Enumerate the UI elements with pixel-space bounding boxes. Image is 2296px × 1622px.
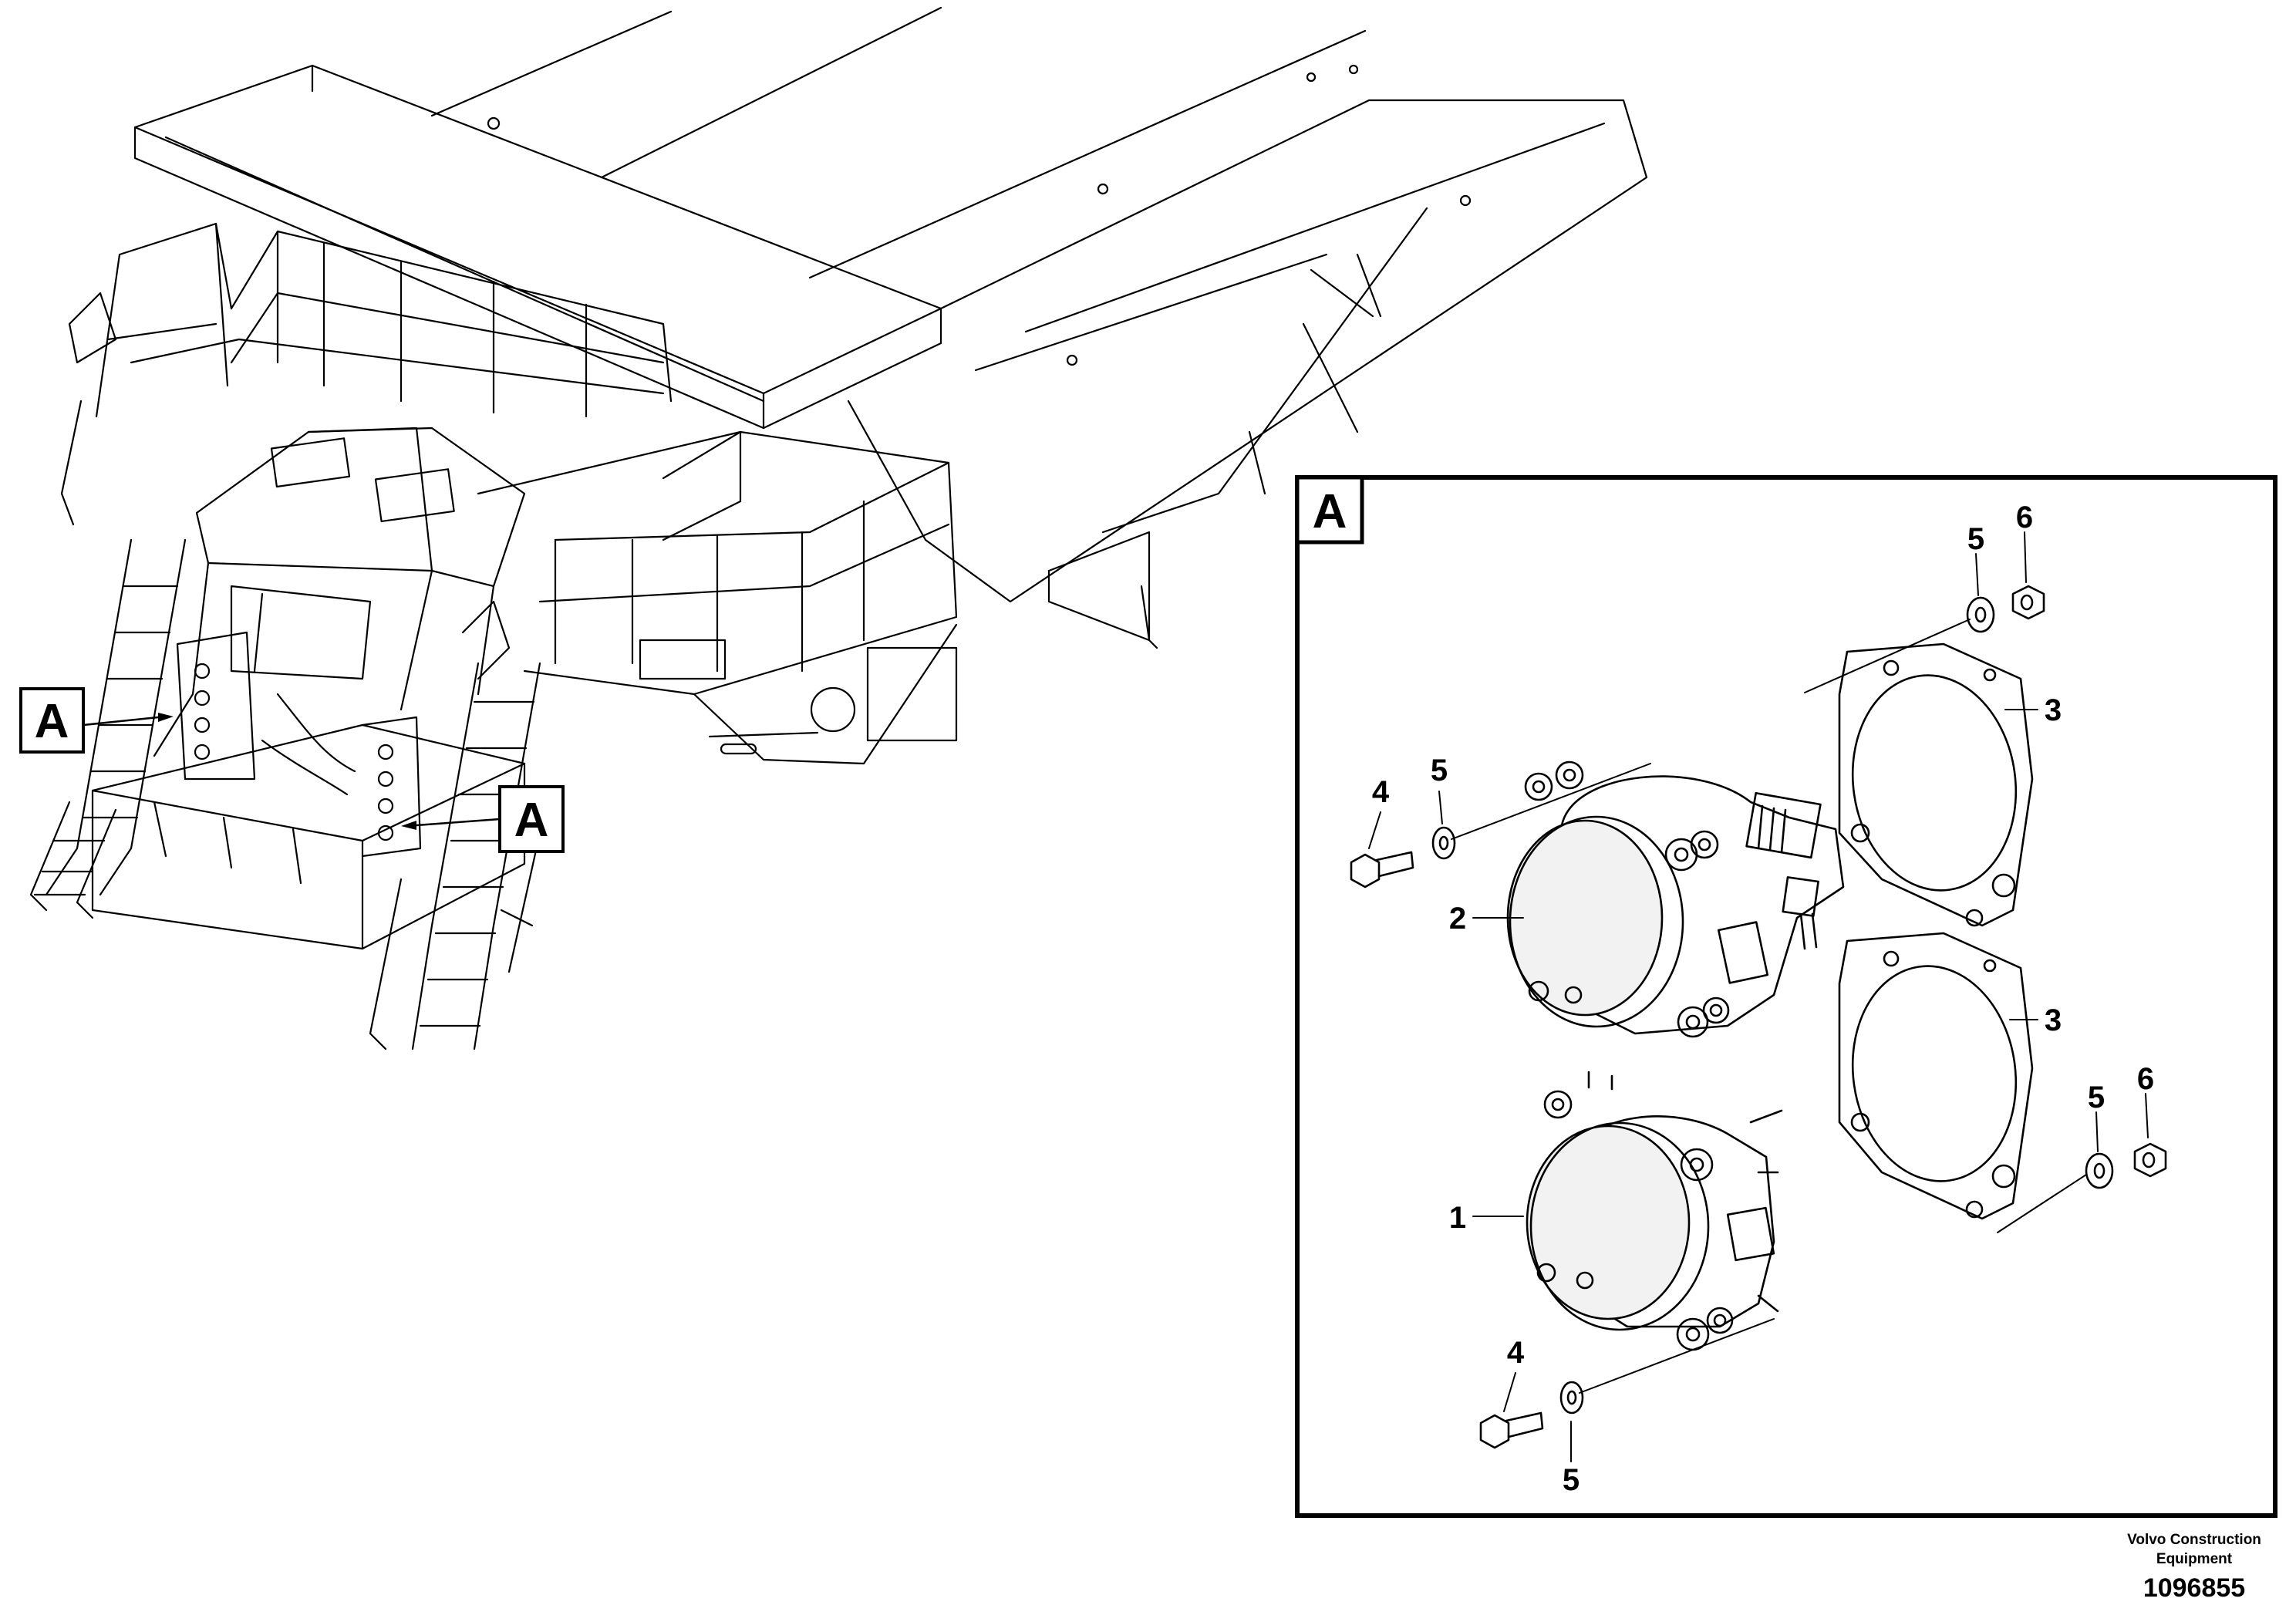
overview-view-tag-left: A bbox=[19, 687, 85, 754]
washer-rear-lower bbox=[2085, 1152, 2114, 1189]
nut-upper bbox=[2011, 585, 2045, 620]
bolt-lower bbox=[1479, 1411, 1544, 1449]
cab-structure bbox=[91, 427, 958, 950]
callout-2: 2 bbox=[1449, 902, 1466, 936]
work-light-lower bbox=[1526, 1071, 1783, 1351]
callout-5-front-upper: 5 bbox=[1431, 754, 1448, 787]
dump-truck-illustration bbox=[29, 6, 1648, 1050]
callout-5-rear-upper: 5 bbox=[1967, 522, 1984, 556]
callout-numbers: 1 2 3 3 4 4 5 5 5 5 6 6 bbox=[1372, 501, 2154, 1497]
detail-frame bbox=[1295, 475, 2277, 1518]
callout-5-front-lower: 5 bbox=[1563, 1463, 1580, 1497]
callout-5-rear-lower: 5 bbox=[2088, 1081, 2105, 1114]
callout-6-lower: 6 bbox=[2137, 1062, 2154, 1096]
dump-body bbox=[133, 6, 1648, 649]
view-tag-text: A bbox=[514, 794, 549, 847]
overview-view-tag-right: A bbox=[498, 785, 565, 853]
washer-front-upper bbox=[1431, 826, 1456, 860]
work-light-upper bbox=[1506, 760, 1845, 1038]
leader-lines bbox=[1368, 531, 2149, 1462]
detail-view-label: A bbox=[1313, 485, 1347, 538]
document-number: 1096855 bbox=[2143, 1573, 2245, 1603]
callout-4-lower: 4 bbox=[1507, 1336, 1525, 1370]
nut-lower bbox=[2133, 1142, 2167, 1178]
callout-6-upper: 6 bbox=[2016, 501, 2033, 534]
brand-line-1: Volvo Construction bbox=[2127, 1532, 2261, 1548]
lens-lower bbox=[1526, 1125, 1691, 1320]
brand-line-2: Equipment bbox=[2156, 1551, 2233, 1567]
gasket-lower bbox=[1838, 932, 2034, 1220]
callout-3-lower: 3 bbox=[2045, 1003, 2062, 1037]
bolt-upper bbox=[1350, 851, 1414, 889]
washer-front-lower bbox=[1559, 1381, 1584, 1415]
gasket-upper bbox=[1838, 642, 2034, 927]
washer-rear-upper bbox=[1966, 596, 1995, 633]
callout-4-upper: 4 bbox=[1372, 775, 1390, 809]
assembly-lines bbox=[1451, 619, 2087, 1394]
callout-3-upper: 3 bbox=[2045, 693, 2062, 727]
callout-1: 1 bbox=[1449, 1201, 1466, 1235]
view-tag-text: A bbox=[35, 695, 69, 748]
left-ladder bbox=[29, 538, 187, 919]
footer-credit: Volvo Construction Equipment 1096855 bbox=[2127, 1532, 2261, 1603]
handrails bbox=[60, 222, 950, 680]
detail-view-a: A bbox=[1295, 475, 2277, 1518]
